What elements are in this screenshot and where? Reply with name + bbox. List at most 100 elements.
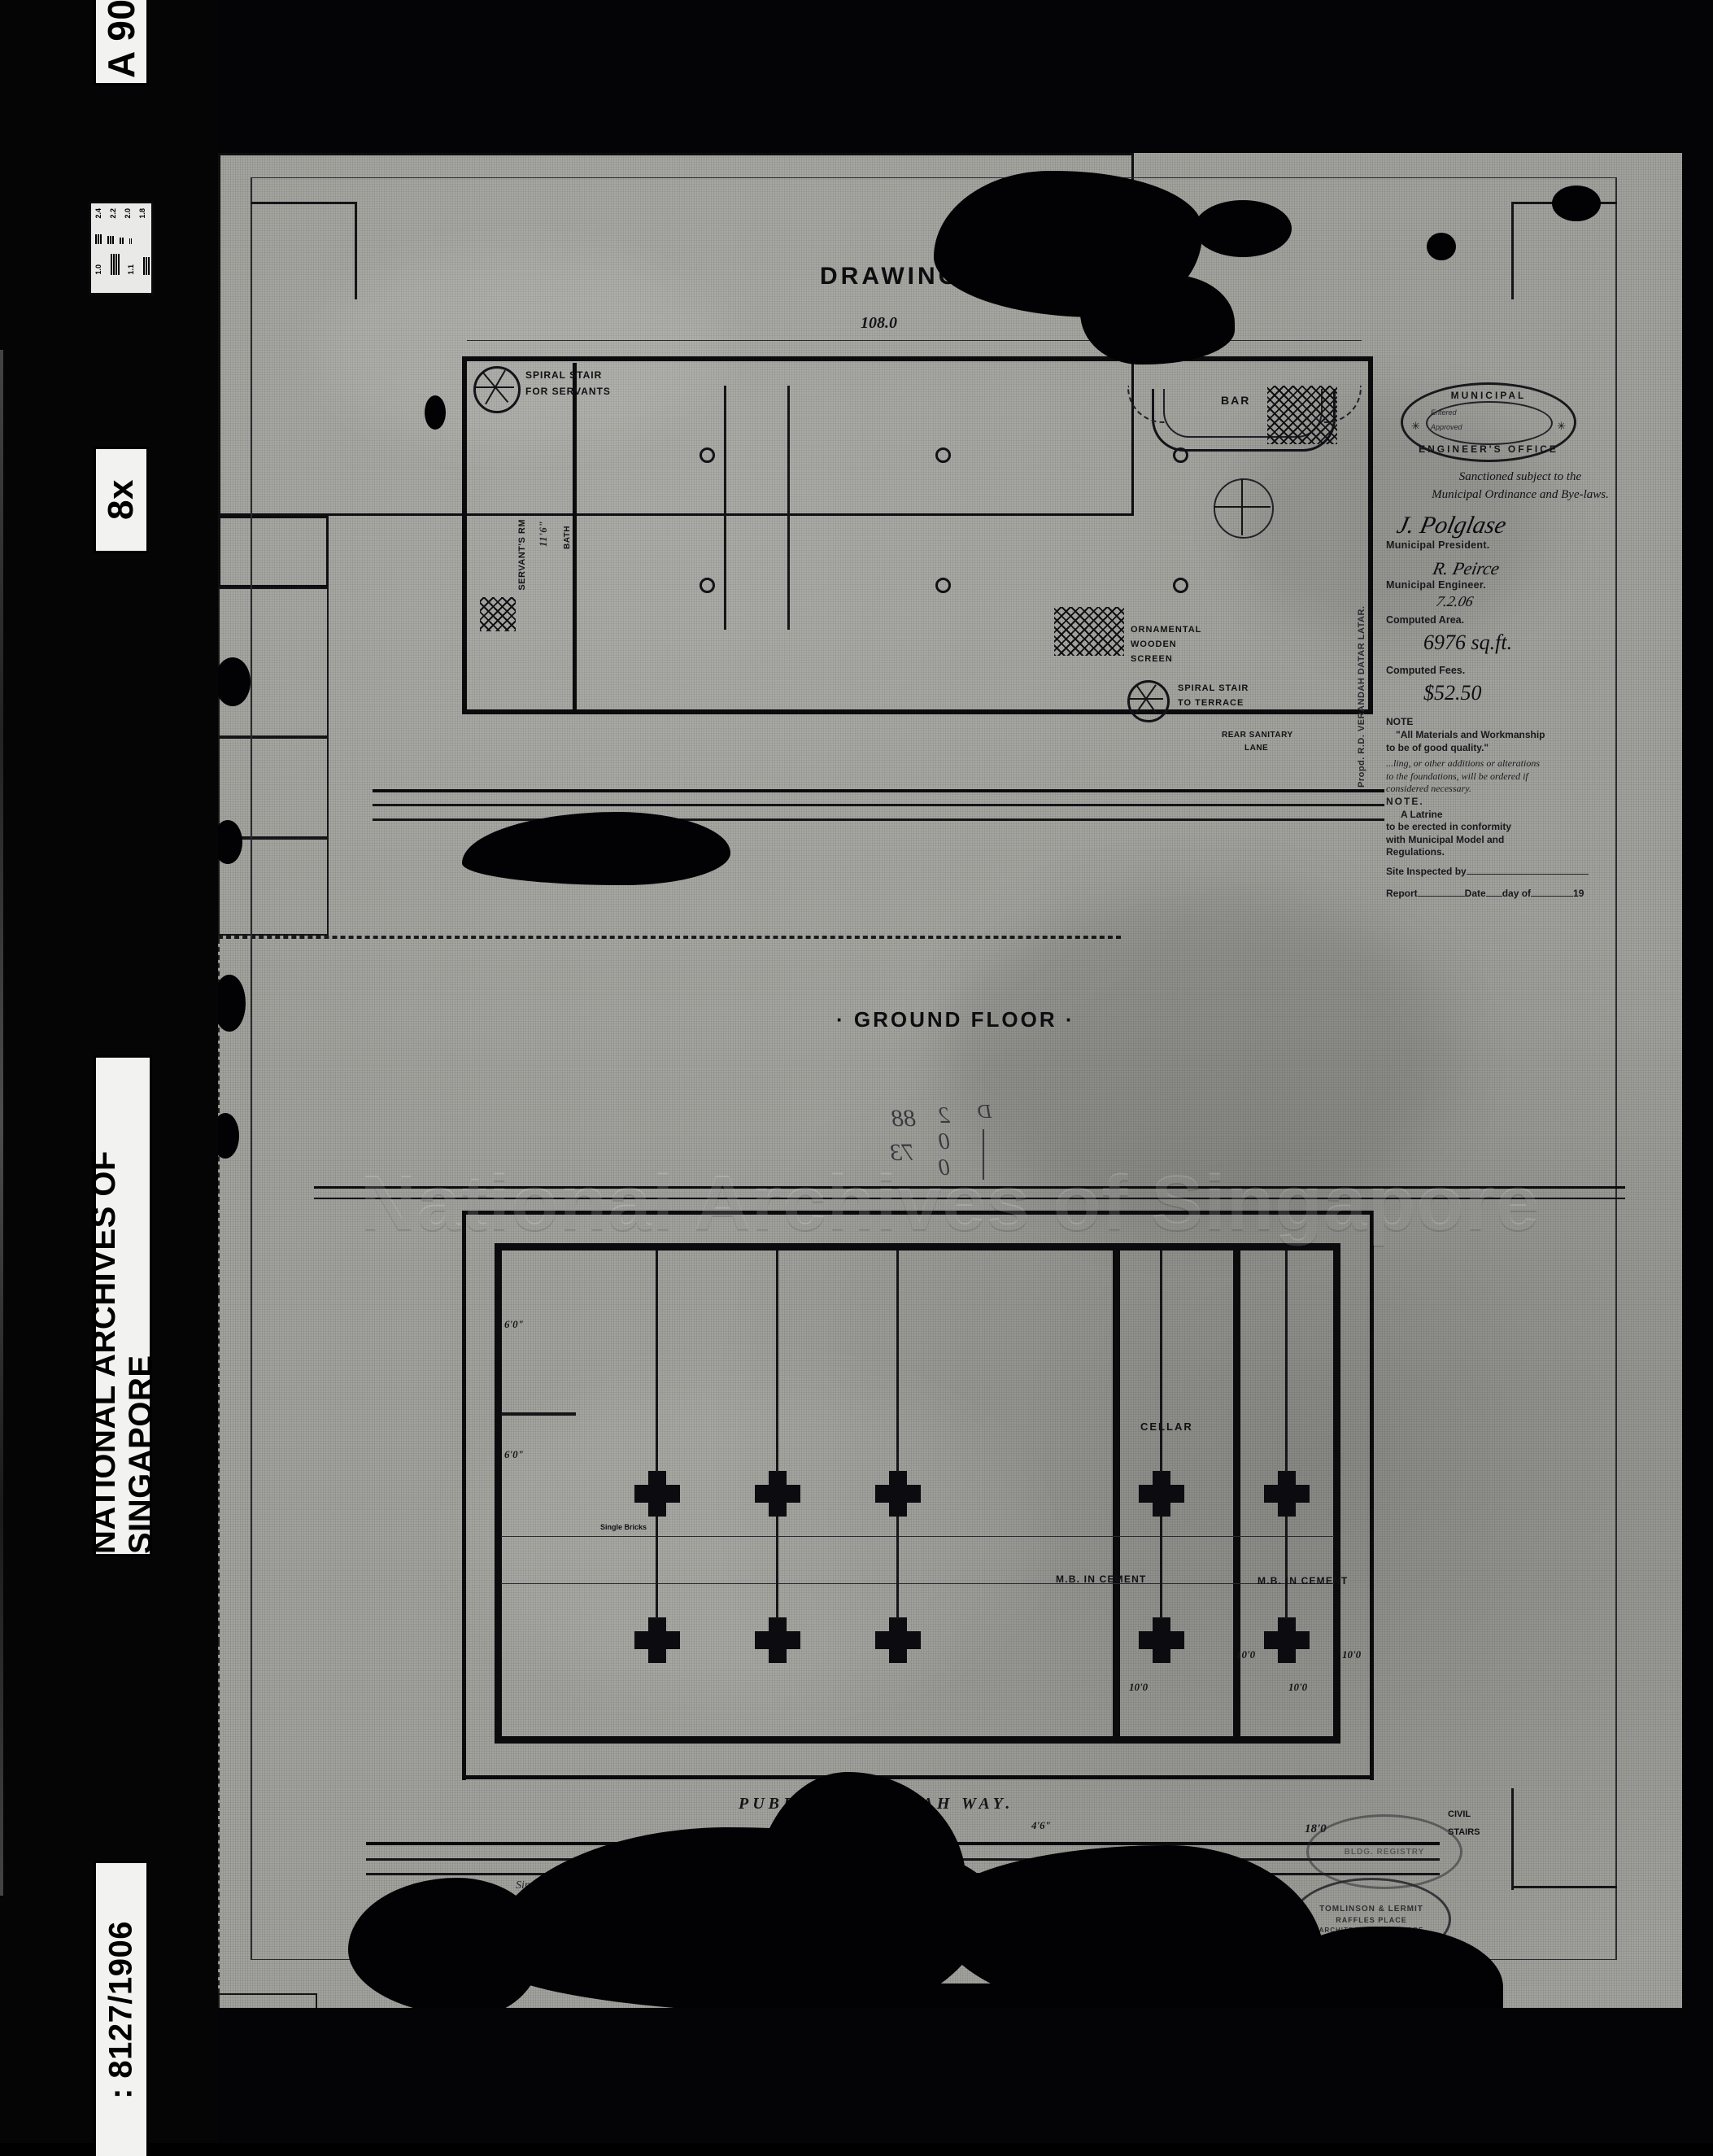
gf-overall-dim-line <box>467 340 1362 341</box>
bf-pier-tie <box>1160 1517 1162 1619</box>
spiral-stair-spoke <box>1129 698 1163 700</box>
gf-label-ornamental-2: WOODEN <box>1131 639 1177 649</box>
gf-column-node <box>935 578 951 593</box>
gf-interior-line <box>724 386 726 630</box>
bf-pier-tie <box>896 1517 899 1619</box>
gf-hatch-panel-a <box>1267 386 1337 444</box>
bf-pier <box>1139 1471 1184 1517</box>
res-bars-c <box>120 238 124 244</box>
day-rule <box>1531 896 1574 897</box>
gf-verandah-line-3 <box>373 818 1384 821</box>
bf-small-room-label: Single Bricks <box>600 1523 647 1531</box>
bf-outer-wall-left <box>462 1211 466 1780</box>
date-label: Date <box>1464 888 1486 900</box>
bf-dim-6-0-a: 6'0" <box>504 1318 524 1330</box>
res-num-1-8: 1.8 <box>138 208 146 219</box>
stamp-top-text: MUNICIPAL <box>1450 390 1527 401</box>
gf-label-servants-room-dim: 11'6" <box>537 521 549 548</box>
archive-institution-label: NATIONAL ARCHIVES OF SINGAPORE <box>86 1058 159 1554</box>
note-2-line-2: to be erected in conformity <box>1386 821 1512 833</box>
gf-column-node <box>700 578 715 593</box>
damage-edge-nick <box>218 975 246 1032</box>
note-heading-2: NOTE. <box>1386 795 1424 807</box>
gf-side-note: Propd. R.D. VERANDAH DATAR LATAR. <box>1357 605 1366 788</box>
president-signature: J. Polglase <box>1394 511 1509 539</box>
gf-label-bath: BATH <box>563 526 572 550</box>
bf-show-through-num-3: 2 <box>939 1103 950 1128</box>
year-prefix: 19 <box>1573 888 1584 900</box>
gf-furniture-table <box>218 1993 317 2008</box>
note-2-line-1: A Latrine <box>1401 808 1443 820</box>
bf-show-through-num-2: 73 <box>890 1139 914 1166</box>
bf-label-civil: CIVIL <box>1448 1809 1471 1819</box>
gf-column-node <box>700 447 715 463</box>
archive-reference-label: A 90 <box>96 0 146 83</box>
stamp-star-right-icon: ✳ <box>1557 420 1566 432</box>
bf-dim-10-0-b: 10'0 <box>1342 1648 1362 1661</box>
damage-edge-nick <box>218 820 242 864</box>
damage-spot <box>1552 185 1601 221</box>
bf-wall-band-top <box>495 1243 1340 1250</box>
circular-feature <box>1214 478 1274 539</box>
gf-overall-dim-text: 108.0 <box>861 314 897 332</box>
computed-fees-label: Computed Fees. <box>1386 664 1466 676</box>
bf-pier <box>634 1471 680 1517</box>
gf-interior-line <box>787 386 790 630</box>
sheet-border-top <box>251 177 1617 178</box>
gf-servants-wing-lower <box>218 838 329 936</box>
bf-dim-10-0-a: 10'0 <box>1236 1648 1256 1661</box>
scanned-drawing-sheet: DRAWING 108.0 12'0 SPIRAL STAIR FOR SERV… <box>218 153 1682 2008</box>
note-italic-3: considered necessary. <box>1386 783 1471 795</box>
note-2-line-4: Regulations. <box>1386 846 1445 858</box>
resolution-test-target: 2.4 2.2 2.0 1.8 1.0 1.1 <box>91 203 151 293</box>
bf-outer-wall-top <box>462 1211 1373 1215</box>
res-num-1-0: 1.0 <box>94 264 102 275</box>
gf-label-rear-sanitary-1: REAR SANITARY <box>1222 731 1293 740</box>
bf-pier <box>755 1617 800 1663</box>
bf-pier-tie <box>776 1517 778 1619</box>
report-rule <box>1417 896 1465 897</box>
gf-grid-axis-v2 <box>218 1290 220 1642</box>
gf-hatch-panel-b <box>1054 607 1124 656</box>
corner-mark-tl-h <box>251 202 356 204</box>
magnification-label: 8x <box>96 449 146 551</box>
note-1-line-1: "All Materials and Workmanship <box>1396 728 1545 740</box>
corner-mark-br-v <box>1511 1788 1514 1890</box>
damage-edge-nick <box>218 657 251 706</box>
bf-pier-tie <box>656 1250 658 1472</box>
computed-area-label: Computed Area. <box>1386 613 1465 626</box>
gf-servants-partition <box>573 363 577 714</box>
res-num-2-0: 2.0 <box>124 208 132 219</box>
sanction-line-1: Sanctioned subject to the <box>1458 470 1582 483</box>
gf-verandah-line-2 <box>373 804 1384 806</box>
bf-cross-wall <box>1113 1243 1120 1744</box>
bf-pier <box>755 1471 800 1517</box>
gf-rear-projection <box>218 516 329 587</box>
bf-dim-10-0-c: 10'0 <box>1129 1681 1149 1693</box>
gf-label-ornamental-1: ORNAMENTAL <box>1131 625 1202 635</box>
sheet-border-right <box>1615 177 1617 1959</box>
bf-dim-6-0-b: 6'0" <box>504 1448 524 1460</box>
president-role: Municipal President. <box>1386 539 1490 551</box>
gf-hatch-panel-c <box>480 597 516 631</box>
day-of-label: day of <box>1502 888 1532 900</box>
microfilm-margin: A 90 2.4 2.2 2.0 1.8 1.0 1.1 <box>0 0 218 2156</box>
bf-pier <box>1139 1617 1184 1663</box>
damage-loss-bottom-right <box>934 1845 1324 2008</box>
gf-label-ornamental-3: SCREEN <box>1131 654 1173 664</box>
bf-pier-tie <box>776 1250 778 1472</box>
res-num-1-1: 1.1 <box>127 264 135 275</box>
bf-outer-wall-right <box>1370 1211 1374 1780</box>
stamp-approved-line: Approved <box>1431 423 1462 431</box>
bf-pier-tie <box>896 1250 899 1472</box>
corner-mark-tr-v <box>1511 202 1514 299</box>
bf-dim-10-0-d: 10'0 <box>1288 1681 1308 1693</box>
res-bars-a <box>95 234 102 244</box>
bf-show-through-rule <box>983 1129 984 1180</box>
res-num-2-2: 2.2 <box>109 208 117 219</box>
spiral-stair-terrace-icon <box>1127 680 1170 722</box>
gf-label-rear-sanitary-2: LANE <box>1244 744 1269 753</box>
computed-area-value: 6976 sq.ft. <box>1423 630 1513 654</box>
bf-pier <box>1264 1617 1310 1663</box>
architect-stamp-line-1: TOMLINSON & LERMIT <box>1319 1904 1423 1914</box>
